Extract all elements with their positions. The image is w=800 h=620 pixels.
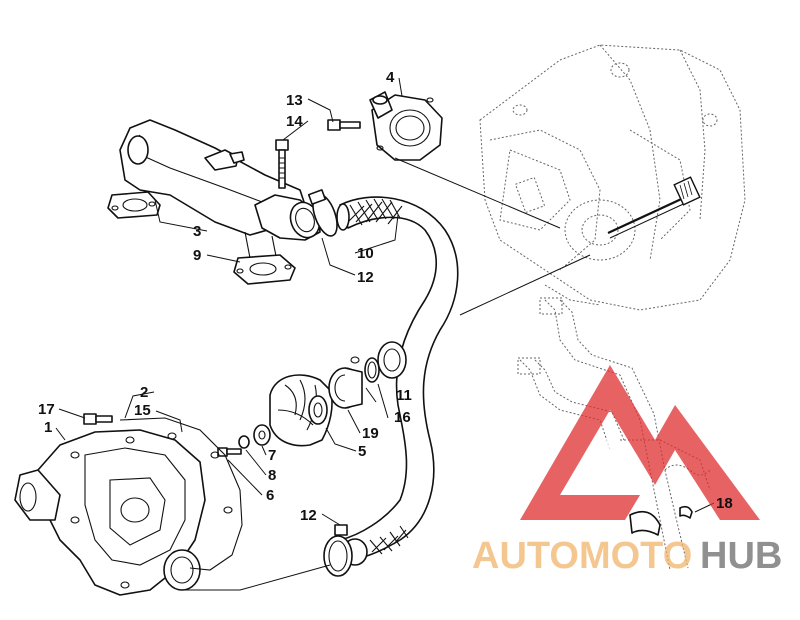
callout-1: 1 [44,419,52,436]
callout-6: 6 [266,487,274,504]
callout-3: 3 [193,223,201,240]
callout-11: 11 [396,387,412,404]
pump-cover [369,91,443,161]
clamp-bracket [629,510,661,536]
washer-7 [253,424,271,446]
assembly-lines [182,157,591,591]
callout-19: 19 [362,425,379,442]
engine-block [479,44,746,311]
manifold-bolt [275,139,289,189]
callout-16: 16 [394,409,411,426]
watermark-logo-triangle [520,365,760,520]
callout-12-lower: 12 [300,507,317,524]
callout-13: 13 [286,92,303,109]
callout-8: 8 [268,467,276,484]
watermark-logo-inner [590,430,635,470]
callout-12-upper: 12 [357,269,374,286]
callout-9: 9 [193,247,201,264]
hose-clamp-lower [323,524,353,577]
callout-5: 5 [358,443,366,460]
pump-seal [328,356,363,409]
callout-18: 18 [716,495,733,512]
callout-15: 15 [134,402,151,419]
o-ring [364,357,380,383]
callout-labels: 13 14 4 3 9 10 12 11 16 19 5 7 8 6 2 15 … [38,69,733,524]
water-pump-housing [14,429,206,596]
housing-bolt [83,413,113,425]
pump-gasket [119,417,243,571]
leaders [55,77,715,526]
watermark: AUTOMOTO HUB [472,365,782,577]
callout-2: 2 [140,384,148,401]
coolant-pipe-assembly [517,297,711,571]
callout-14: 14 [286,113,303,130]
hose-clamp-upper [307,189,338,237]
watermark-text-part1: AUTOMOTO [472,535,692,577]
callout-7: 7 [268,447,276,464]
callout-10: 10 [357,245,374,262]
oil-seal [377,341,407,379]
cover-bolt [327,119,361,131]
watermark-text-part2: HUB [700,535,782,577]
impeller [269,374,333,447]
water-manifold [107,119,321,285]
callout-4: 4 [386,69,395,86]
washer-8 [238,435,250,449]
callout-17: 17 [38,401,55,418]
